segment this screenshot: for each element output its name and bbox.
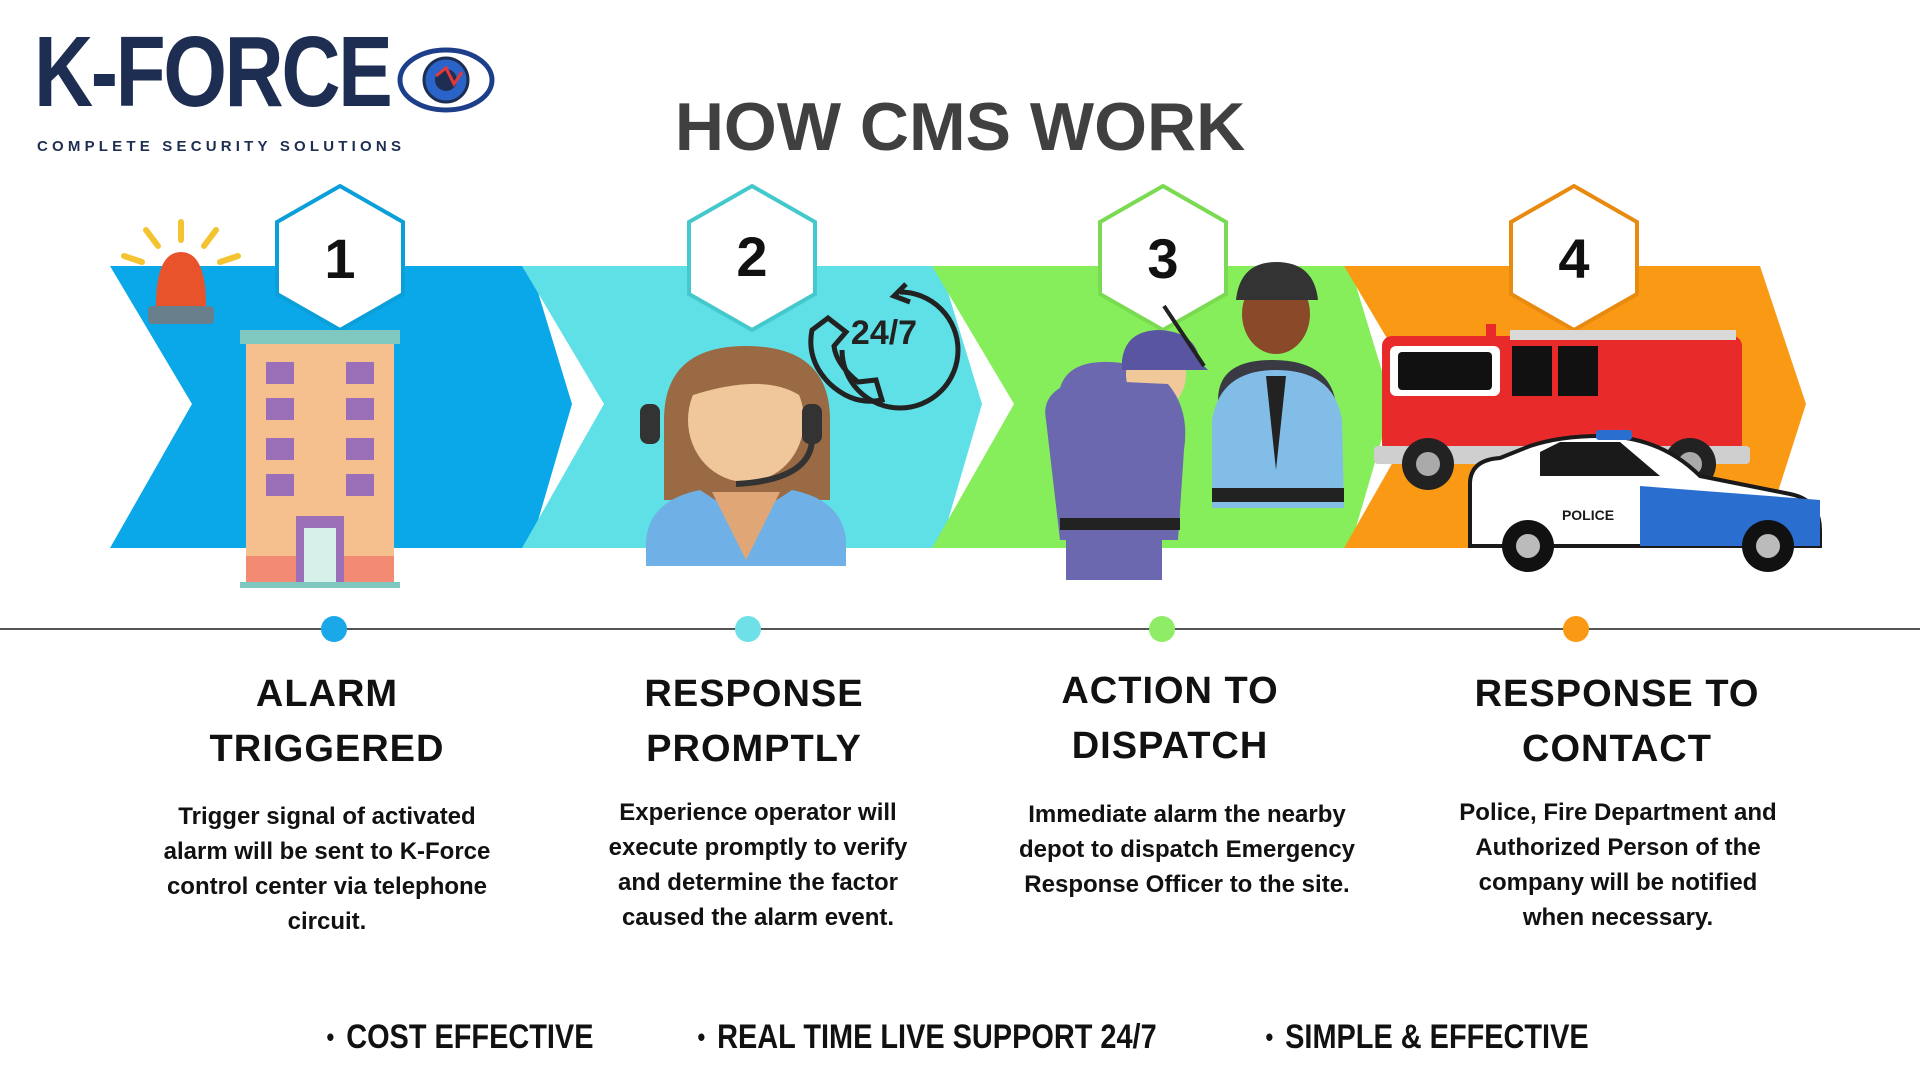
step1-description: Trigger signal of activated alarm will b… [163, 803, 491, 935]
logo-tagline: COMPLETE SECURITY SOLUTIONS [37, 138, 406, 155]
process-arrows: 24/7 POLICE [110, 183, 1822, 588]
timeline-dot-4 [1563, 616, 1589, 642]
timeline-dot-3 [1149, 616, 1175, 642]
badge-247: 24/7 [851, 314, 917, 352]
phone-247-icon: 24/7 [808, 282, 961, 411]
timeline-dot-2 [735, 616, 761, 642]
feature-item: •COST EFFECTIVE [326, 1018, 594, 1056]
features-bar: •COST EFFECTIVE •REAL TIME LIVE SUPPORT … [0, 1018, 1920, 1057]
building-icon [240, 330, 400, 588]
feature-item: •SIMPLE & EFFECTIVE [1265, 1018, 1589, 1056]
police-label: POLICE [1562, 507, 1614, 523]
step4-number: 4 [1558, 227, 1590, 290]
police-car-icon: POLICE [1468, 430, 1822, 572]
step3-hexagon [1098, 183, 1228, 333]
step3-number: 3 [1147, 227, 1179, 290]
step4-description: Police, Fire Department and Authorized P… [1459, 799, 1777, 931]
step2-description: Experience operator will execute promptl… [608, 799, 908, 931]
logo-brand-text: K-FORCE [34, 16, 393, 128]
timeline-dot-1 [321, 616, 347, 642]
step3-description: Immediate alarm the nearby depot to disp… [1018, 801, 1356, 898]
guards-icon [1045, 262, 1344, 580]
company-logo: K-FORCE COMPLETE SECURITY SOLUTIONS [34, 16, 495, 155]
operator-icon [640, 346, 846, 566]
step2-hexagon [687, 183, 817, 333]
step1-number: 1 [324, 227, 356, 290]
siren-icon [121, 219, 241, 324]
page-title: HOW CMS WORK [674, 89, 1246, 165]
eye-emblem-icon [397, 47, 495, 113]
timeline [0, 628, 1920, 630]
step2-number: 2 [736, 225, 768, 288]
feature-item: •REAL TIME LIVE SUPPORT 24/7 [697, 1018, 1157, 1056]
